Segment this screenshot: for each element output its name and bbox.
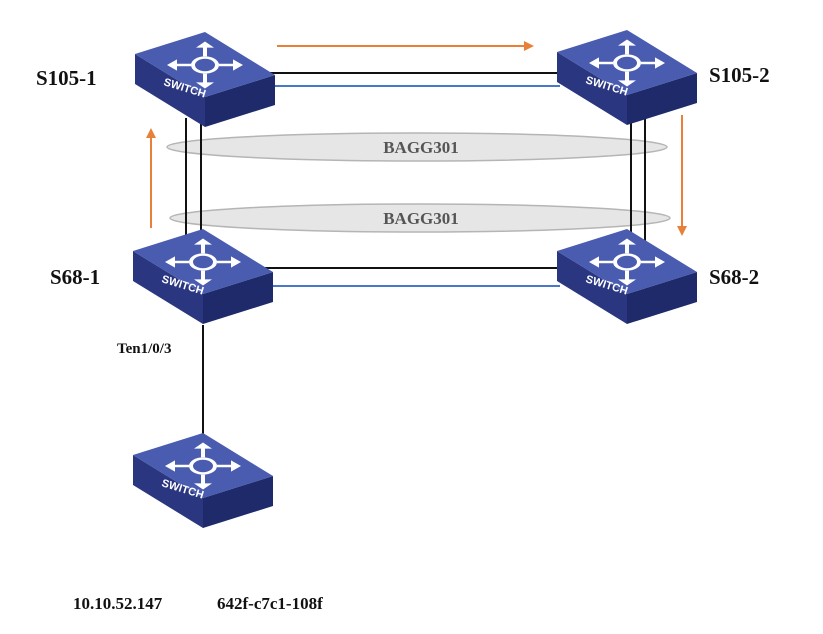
bagg-ellipse-lower — [169, 203, 671, 233]
switch-icon — [167, 41, 243, 89]
switch-icon — [165, 442, 241, 490]
device-label-s105-1: S105-1 — [36, 66, 97, 90]
port-label: Ten1/0/3 — [117, 341, 171, 357]
switch-icon — [589, 39, 665, 87]
bagg-label-upper: BAGG301 — [383, 138, 459, 157]
bagg-label-lower: BAGG301 — [383, 209, 459, 228]
ip-address: 10.10.52.147 — [73, 594, 163, 613]
switch-s105-1[interactable]: SWITCH — [135, 32, 275, 127]
mac-address: 642f-c7c1-108f — [217, 594, 323, 613]
device-label-s68-2: S68-2 — [709, 265, 759, 289]
switch-access[interactable]: SWITCH — [133, 433, 273, 528]
switch-icon — [589, 238, 665, 286]
switch-s68-1[interactable]: SWITCH — [133, 229, 273, 324]
device-label-s68-1: S68-1 — [50, 265, 100, 289]
switch-s68-2[interactable]: SWITCH — [557, 229, 697, 324]
bagg-ellipse-upper — [166, 132, 668, 162]
switch-s105-2[interactable]: SWITCH — [557, 30, 697, 125]
device-label-s105-2: S105-2 — [709, 63, 770, 87]
switch-icon — [165, 238, 241, 286]
